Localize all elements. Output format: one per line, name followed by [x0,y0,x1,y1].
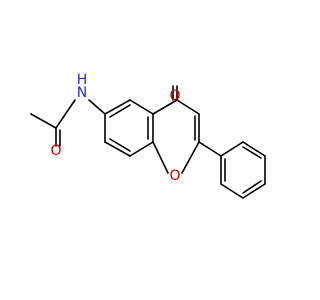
bond-ph-4 [242,183,266,199]
bond-n-aryl [88,99,106,115]
bond-methyl-carbonyl [30,113,57,129]
bond-ph-5 [220,183,244,199]
bond-layer [30,85,266,199]
bond-o1-c8a [152,141,169,174]
atom-label-amide-nitrogen: N [77,85,87,101]
bond-benzo-4 [129,141,154,157]
bond-c4a-c4 [152,99,178,115]
atom-label-ring-oxygen: O [169,168,180,184]
bond-ph-inner-2 [242,180,262,194]
bond-ph-inner-1 [242,146,262,159]
molecule-structure-diagram: O O O N H [30,72,266,199]
atom-label-ketone-oxygen: O [169,88,180,104]
bond-benzo-inner-3 [109,138,131,152]
bond-benzo-2 [129,99,154,115]
bond-c4-c3 [176,99,200,115]
bond-ph-2 [242,141,266,157]
bond-ph-1 [220,141,244,157]
bond-c2-o1 [181,141,200,174]
bond-c2-phenyl [198,141,222,157]
atom-label-amide-hydrogen: H [77,72,88,88]
bond-benzo-5 [104,141,131,157]
bond-carbonyl-n [55,99,76,129]
atom-label-amide-oxygen: O [50,143,61,159]
bond-benzo-1 [104,99,131,115]
bond-benzo-inner-1 [109,104,131,118]
